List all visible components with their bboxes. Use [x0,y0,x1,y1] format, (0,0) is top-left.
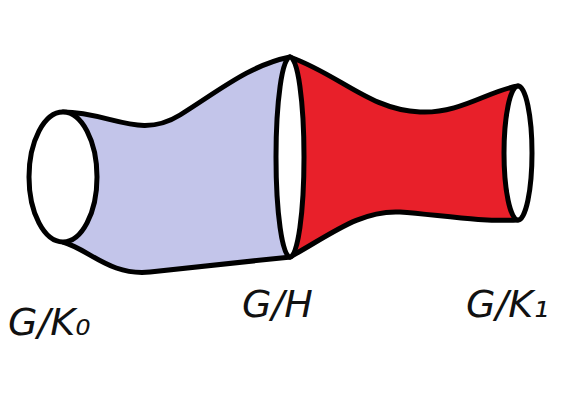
right-tube-bottom [290,212,518,257]
right-tube-fill [290,57,518,257]
boundary-circle-left [29,112,97,242]
space-label: G/K₀ [8,302,90,344]
left-tube-bottom [63,242,290,272]
space-label: G/K₁ [466,284,548,326]
boundary-circle-right [504,86,532,220]
right-tube-top [290,57,518,112]
space-label: G/H [242,284,313,326]
left-tube-top [63,57,290,125]
boundary-circle-middle [276,57,304,257]
